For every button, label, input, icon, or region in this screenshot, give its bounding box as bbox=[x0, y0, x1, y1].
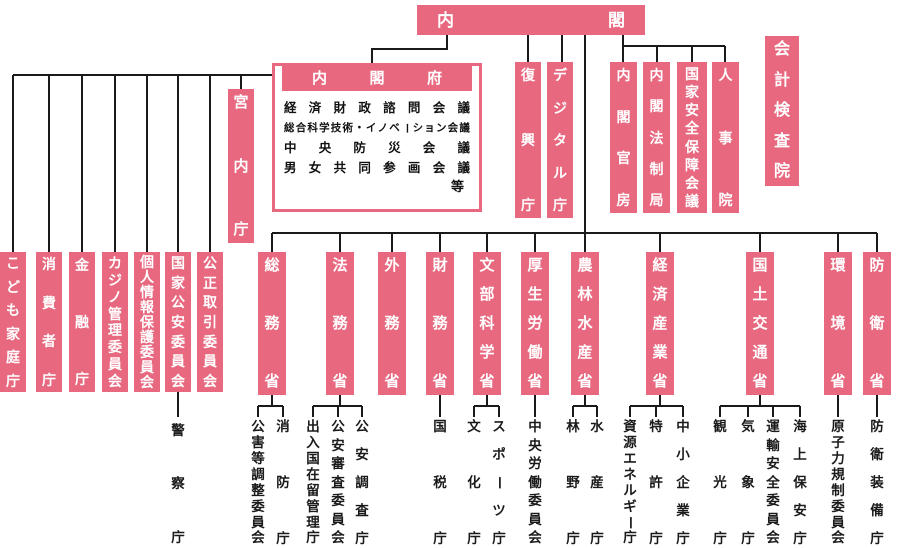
police-agency-label: 警察庁 bbox=[171, 423, 185, 545]
sub-agency-label: 水産庁 bbox=[590, 419, 604, 546]
sub-agency-label: 文化庁 bbox=[467, 419, 481, 546]
ministry-box: 総務省 bbox=[258, 252, 286, 395]
sub-agency-label: 林野庁 bbox=[566, 419, 580, 546]
sub-agency-label: 観光庁 bbox=[713, 419, 727, 546]
sub-agency-label: 公安審査委員会 bbox=[331, 419, 345, 546]
casino-regulatory-commission-box: カジノ管理委員会 bbox=[102, 252, 128, 392]
reconstruction-agency-box: 復興庁 bbox=[515, 62, 541, 218]
cabinet-secretariat-box: 内閣官房 bbox=[610, 62, 637, 213]
cabinet-office-council-list: 経済財政諮問会議 総合科学技術・イノベーション会議 中央防災会議 男女共同参画会… bbox=[275, 91, 479, 195]
sub-agency-label: 気象庁 bbox=[741, 419, 755, 546]
national-security-council-box: 国家安全保障会議 bbox=[677, 62, 707, 213]
audit-board-box: 会計検査院 bbox=[765, 36, 799, 186]
ministry-box: 農林水産省 bbox=[571, 252, 599, 395]
ministry-box: 防衛省 bbox=[863, 252, 891, 395]
sub-agency-label: 公安調査庁 bbox=[355, 419, 369, 546]
fair-trade-commission-box: 公正取引委員会 bbox=[197, 252, 223, 392]
financial-services-agency-box: 金融庁 bbox=[69, 252, 95, 392]
ministry-box: 環境省 bbox=[824, 252, 852, 395]
children-families-agency-box: こども家庭庁 bbox=[0, 252, 26, 392]
digital-agency-box: デジタル庁 bbox=[547, 62, 573, 218]
council-item: 男女共同参画会議 bbox=[284, 160, 470, 175]
sub-agency-label: 防衛装備庁 bbox=[870, 419, 884, 546]
sub-agency-label: 資源エネルギー庁 bbox=[622, 419, 638, 546]
council-item: 総合科学技術・イノベーション会議 bbox=[284, 121, 470, 134]
sub-agency-label: 特許庁 bbox=[649, 419, 663, 546]
sub-agency-label: 公害等調整委員会 bbox=[251, 419, 265, 546]
sub-agency-label: 海上保安庁 bbox=[793, 419, 807, 546]
consumer-affairs-agency-box: 消費者庁 bbox=[36, 252, 62, 392]
council-item: 経済財政諮問会議 bbox=[284, 100, 470, 115]
council-etc-label: 等 bbox=[450, 179, 464, 194]
council-item: 中央防災会議 bbox=[284, 140, 470, 155]
sub-agency-label: 出入国在留管理庁 bbox=[306, 419, 320, 546]
ministry-box: 外務省 bbox=[378, 252, 406, 395]
cabinet-office-title: 内閣府 bbox=[282, 66, 472, 91]
legislation-bureau-box: 内閣法制局 bbox=[643, 62, 670, 213]
personnel-authority-box: 人事院 bbox=[712, 62, 739, 213]
national-public-safety-commission-box: 国家公安委員会 bbox=[165, 252, 191, 392]
sub-agency-label: 中央労働委員会 bbox=[528, 419, 542, 546]
ministry-box: 文部科学省 bbox=[473, 252, 501, 395]
sub-agency-label: 中小企業庁 bbox=[676, 419, 690, 546]
ministry-box: 法務省 bbox=[326, 252, 354, 395]
sub-agency-label: 消防庁 bbox=[276, 419, 290, 546]
cabinet-box: 内閣 bbox=[417, 5, 645, 35]
ministry-box: 経済産業省 bbox=[646, 252, 674, 395]
sub-agency-label: 国税庁 bbox=[433, 419, 447, 546]
personal-info-protection-commission-box: 個人情報保護委員会 bbox=[134, 252, 160, 392]
ministry-box: 厚生労働省 bbox=[521, 252, 549, 395]
ministry-box: 財務省 bbox=[426, 252, 454, 395]
sub-agency-label: スポーツ庁 bbox=[491, 419, 507, 546]
imperial-household-agency-box: 宮内庁 bbox=[228, 89, 254, 243]
cabinet-office-box: 内閣府 経済財政諮問会議 総合科学技術・イノベーション会議 中央防災会議 男女共… bbox=[272, 63, 482, 212]
sub-agency-label: 運輸安全委員会 bbox=[766, 419, 780, 546]
sub-agency-label: 原子力規制委員会 bbox=[831, 419, 845, 546]
ministry-box: 国土交通省 bbox=[746, 252, 774, 395]
